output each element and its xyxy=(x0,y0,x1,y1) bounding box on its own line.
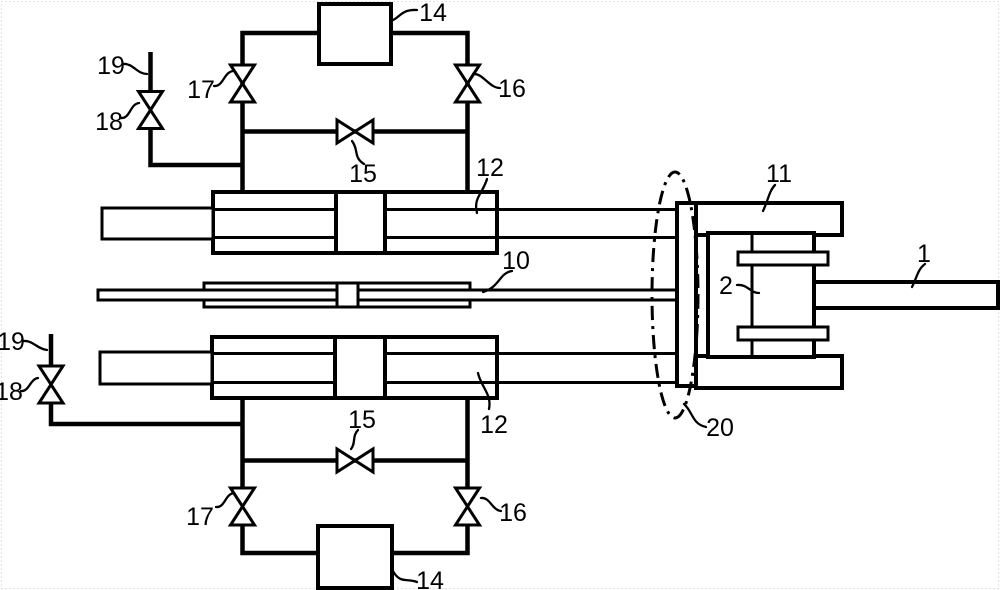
leader-10 xyxy=(481,269,514,294)
leader-17-top xyxy=(212,69,235,88)
valve-triangle xyxy=(352,117,375,146)
cylinder-rod-left xyxy=(98,350,214,386)
ref-label-11: 11 xyxy=(766,160,792,188)
cylinder-piston xyxy=(333,335,387,400)
valve-triangle xyxy=(335,117,358,146)
ref-label-12-top: 12 xyxy=(476,154,504,182)
valve-triangle xyxy=(36,364,66,388)
piston-unit-2 xyxy=(736,233,1000,357)
leader-15-bottom xyxy=(349,428,360,451)
ref-label-17-bottom: 17 xyxy=(186,503,214,531)
valve-triangle xyxy=(352,446,375,475)
drive-rod-1 xyxy=(812,280,1000,310)
valve-16-top xyxy=(452,63,483,104)
ref-label-2: 2 xyxy=(719,272,733,300)
leader-18-bottom xyxy=(19,376,40,393)
leader-12-top xyxy=(474,177,489,215)
frame-bottom-bar xyxy=(694,354,844,390)
leader-19-top xyxy=(121,62,149,76)
leader-1 xyxy=(910,262,927,289)
valve-triangle xyxy=(135,107,166,130)
ref-label-17-top: 17 xyxy=(187,76,215,104)
ref-label-16-top: 16 xyxy=(498,75,526,103)
lower-cylinder-12 xyxy=(98,335,678,400)
reference-labels: 14 19 17 18 16 15 12 10 11 1 2 20 19 18 … xyxy=(0,0,931,590)
valve-15-bottom xyxy=(335,446,375,475)
ref-label-14-top: 14 xyxy=(419,0,447,27)
leader-18-top xyxy=(119,101,141,120)
valve-triangle xyxy=(227,80,258,104)
valve-triangle xyxy=(135,90,166,113)
ref-label-16-bottom: 16 xyxy=(499,499,527,527)
lower-valve-circuit xyxy=(36,334,483,590)
leader-14-top xyxy=(389,8,419,23)
ref-label-15-top: 15 xyxy=(349,160,377,188)
cylinder-rod-left xyxy=(100,206,215,241)
valve-17-top xyxy=(227,63,258,104)
valve-triangle xyxy=(452,80,483,104)
ref-label-12-bottom: 12 xyxy=(480,411,508,439)
leader-17-bottom xyxy=(214,491,236,509)
ref-label-19-top: 19 xyxy=(97,52,125,80)
rod-piston xyxy=(335,281,360,309)
ref-label-18-top: 18 xyxy=(95,108,123,136)
leader-2 xyxy=(735,283,761,295)
coupling-plate xyxy=(675,201,698,388)
valve-triangle xyxy=(452,503,483,527)
valve-triangle xyxy=(227,503,258,527)
vessel-14-top xyxy=(317,2,393,66)
leader-12-bottom xyxy=(476,371,491,411)
valve-18-top xyxy=(135,90,166,130)
leader-16-bottom xyxy=(479,496,503,513)
valve-17-bottom xyxy=(227,486,258,527)
cylinder-piston xyxy=(334,190,387,255)
rod-shaft xyxy=(96,288,680,302)
valve-triangle xyxy=(36,381,66,405)
ref-label-1: 1 xyxy=(917,240,931,268)
ref-label-14-bottom: 14 xyxy=(416,567,444,590)
center-rod-10 xyxy=(96,281,680,309)
upper-supply-line-19 xyxy=(148,52,243,168)
valve-18-bottom xyxy=(36,364,66,405)
frame-top-bar xyxy=(694,201,844,237)
leader-16-top xyxy=(471,72,502,90)
lower-supply-line-19 xyxy=(48,334,243,427)
section-ellipse-20 xyxy=(650,170,700,420)
piston-flange-bottom xyxy=(736,325,830,342)
vessel-14-bottom xyxy=(316,524,394,590)
valve-triangle xyxy=(452,486,483,510)
valve-15-top xyxy=(335,117,375,146)
ref-label-20: 20 xyxy=(706,414,734,442)
leader-11 xyxy=(761,183,777,213)
cylinder-rod-right xyxy=(497,352,678,384)
leader-14-bottom xyxy=(391,569,419,584)
leader-20 xyxy=(682,402,708,429)
ref-label-10: 10 xyxy=(502,247,530,275)
leader-19-bottom xyxy=(21,339,49,352)
ref-label-15-bottom: 15 xyxy=(348,406,376,434)
valve-triangle xyxy=(335,446,358,475)
upper-cylinder-12 xyxy=(100,190,678,255)
ref-label-19-bottom: 19 xyxy=(0,328,25,356)
cylinder-rod-right xyxy=(497,208,678,239)
valve-16-bottom xyxy=(452,486,483,527)
piston-flange-top xyxy=(736,250,830,267)
valve-triangle xyxy=(227,486,258,510)
ref-label-18-bottom: 18 xyxy=(0,378,23,406)
valve-triangle xyxy=(227,63,258,87)
leader-lines xyxy=(19,8,927,584)
leader-15-top xyxy=(350,139,366,166)
